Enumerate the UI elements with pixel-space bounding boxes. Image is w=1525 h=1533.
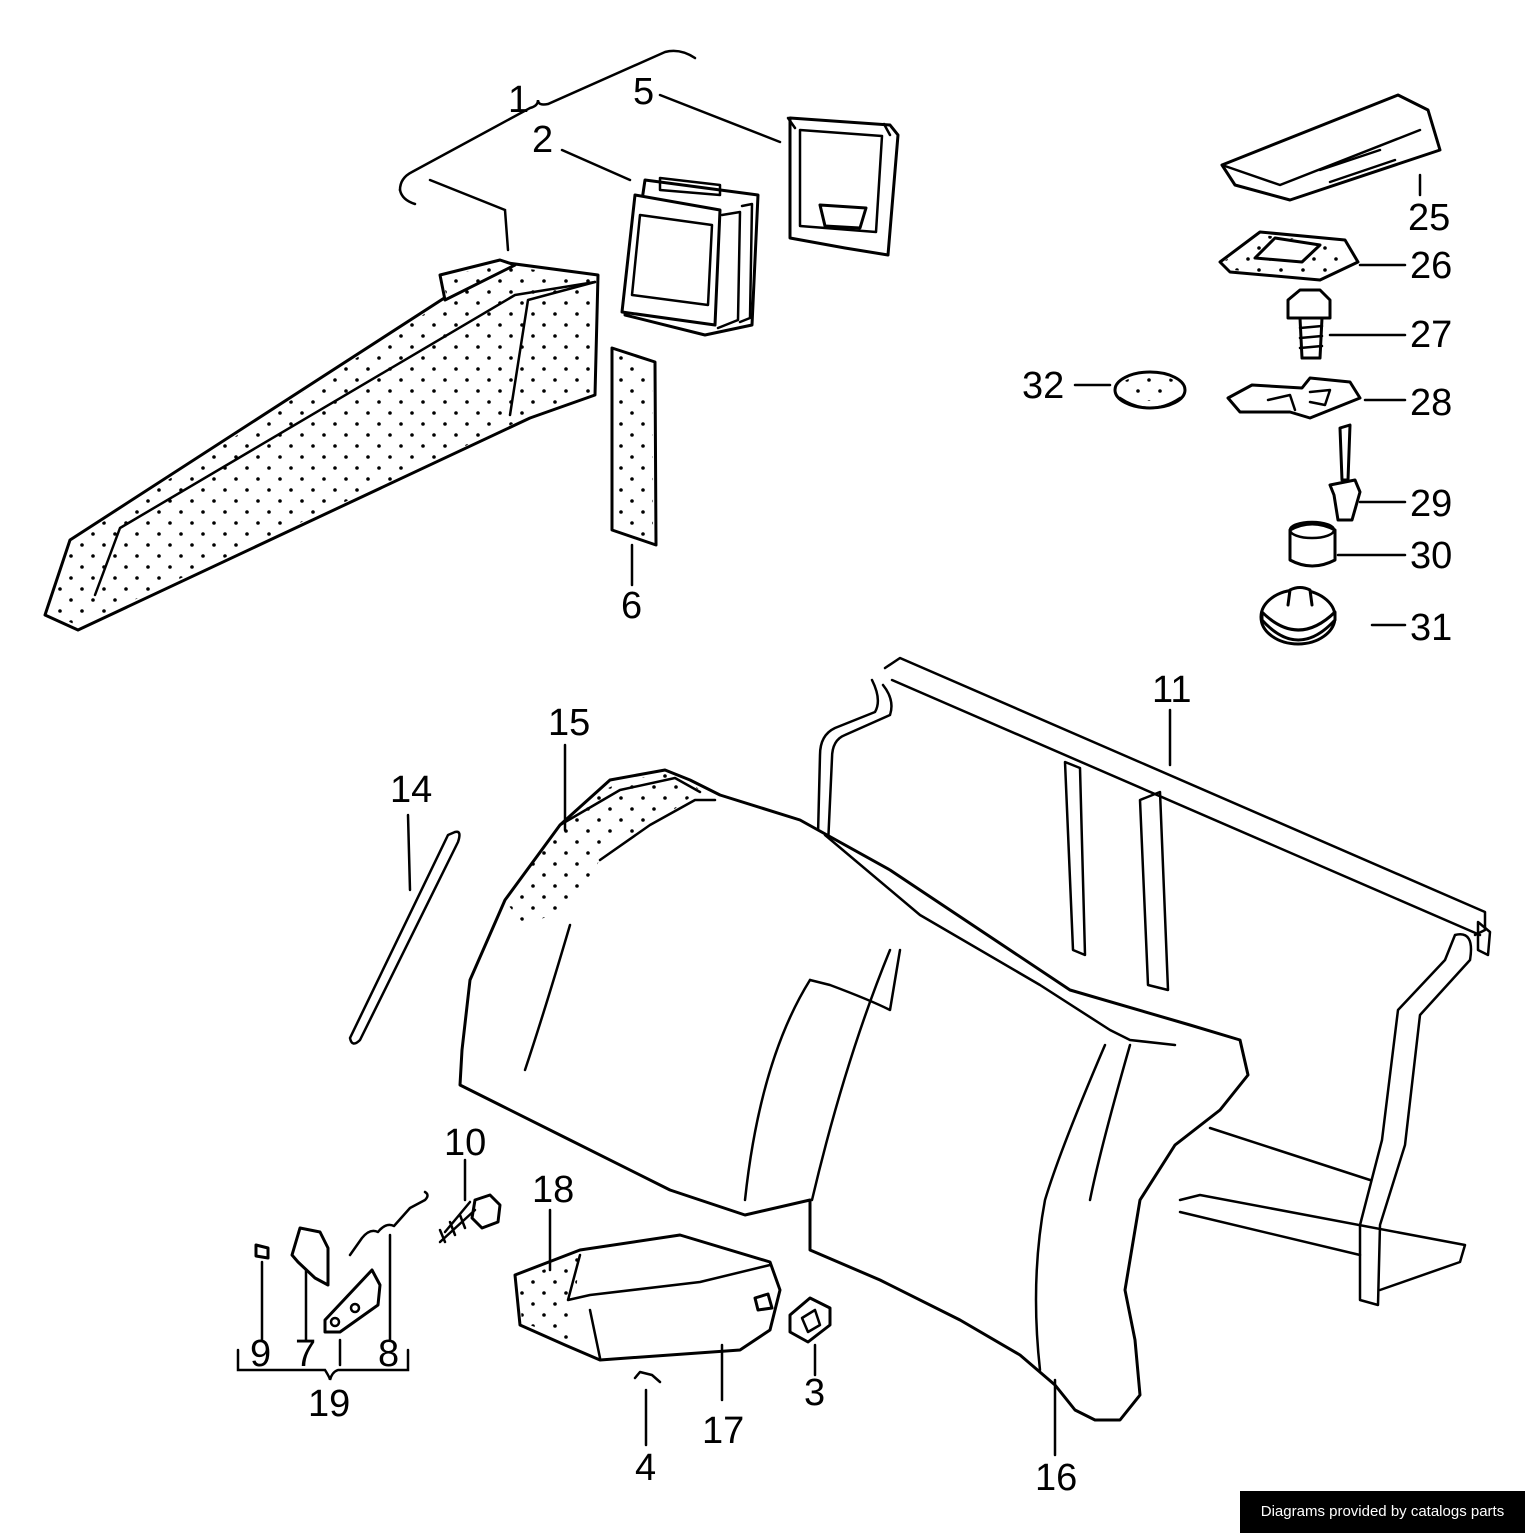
- callout-6: 6: [621, 585, 642, 627]
- screw-10: [438, 1193, 502, 1244]
- callout-27: 27: [1410, 314, 1452, 356]
- bushing: [1288, 520, 1337, 568]
- callout-25: 25: [1408, 197, 1450, 239]
- hook-7: [290, 1226, 330, 1287]
- cap-9: [254, 1243, 270, 1260]
- callout-32: 32: [1022, 365, 1064, 407]
- armrest: [513, 1233, 782, 1362]
- callout-9: 9: [250, 1333, 271, 1375]
- cover-plate: [786, 116, 900, 257]
- callout-14: 14: [390, 769, 432, 811]
- callout-26: 26: [1410, 245, 1452, 287]
- callout-labels: 1 2 5 6 25 26 27 28 29 30 31 32 11 14 15…: [250, 71, 1452, 1499]
- leader-lines: [260, 93, 1422, 1457]
- callout-29: 29: [1410, 483, 1452, 525]
- plug-cap: [1113, 370, 1187, 410]
- foam-pad: [1218, 230, 1360, 282]
- callout-28: 28: [1410, 382, 1452, 424]
- callout-5: 5: [633, 71, 654, 113]
- callout-19: 19: [308, 1383, 350, 1425]
- bracket-group-19: [236, 1348, 410, 1381]
- callout-7: 7: [295, 1333, 316, 1375]
- callout-31: 31: [1410, 607, 1452, 649]
- callout-10: 10: [444, 1122, 486, 1164]
- side-trim-panel: [43, 258, 600, 632]
- rear-seat-backrest: [458, 768, 1250, 1422]
- callout-30: 30: [1410, 535, 1452, 577]
- storage-pocket: [620, 176, 760, 337]
- callout-15: 15: [548, 702, 590, 744]
- clip-4: [633, 1370, 662, 1384]
- callout-8: 8: [378, 1333, 399, 1375]
- retainer-3: [788, 1296, 832, 1344]
- trim-rod: [348, 830, 461, 1045]
- credit-banner: Diagrams provided by catalogs parts: [1240, 1491, 1525, 1533]
- callout-16: 16: [1035, 1457, 1077, 1499]
- callout-3: 3: [804, 1372, 825, 1414]
- rivet: [1328, 423, 1362, 522]
- bracket-group-1: [398, 49, 697, 252]
- callout-18: 18: [532, 1169, 574, 1211]
- foam-strip: [610, 346, 658, 547]
- armrest-cover: [1220, 93, 1442, 202]
- callout-4: 4: [635, 1447, 656, 1489]
- callout-2: 2: [532, 119, 553, 161]
- mounting-base: [1259, 586, 1337, 646]
- spring-8: [348, 1190, 429, 1257]
- bolt: [1286, 288, 1332, 360]
- clip-plate: [1226, 376, 1362, 420]
- callout-17: 17: [702, 1410, 744, 1452]
- seat-back-frame: [816, 656, 1492, 1307]
- callout-11: 11: [1152, 669, 1191, 711]
- latch-plate: [323, 1268, 382, 1334]
- callout-1: 1: [508, 79, 529, 121]
